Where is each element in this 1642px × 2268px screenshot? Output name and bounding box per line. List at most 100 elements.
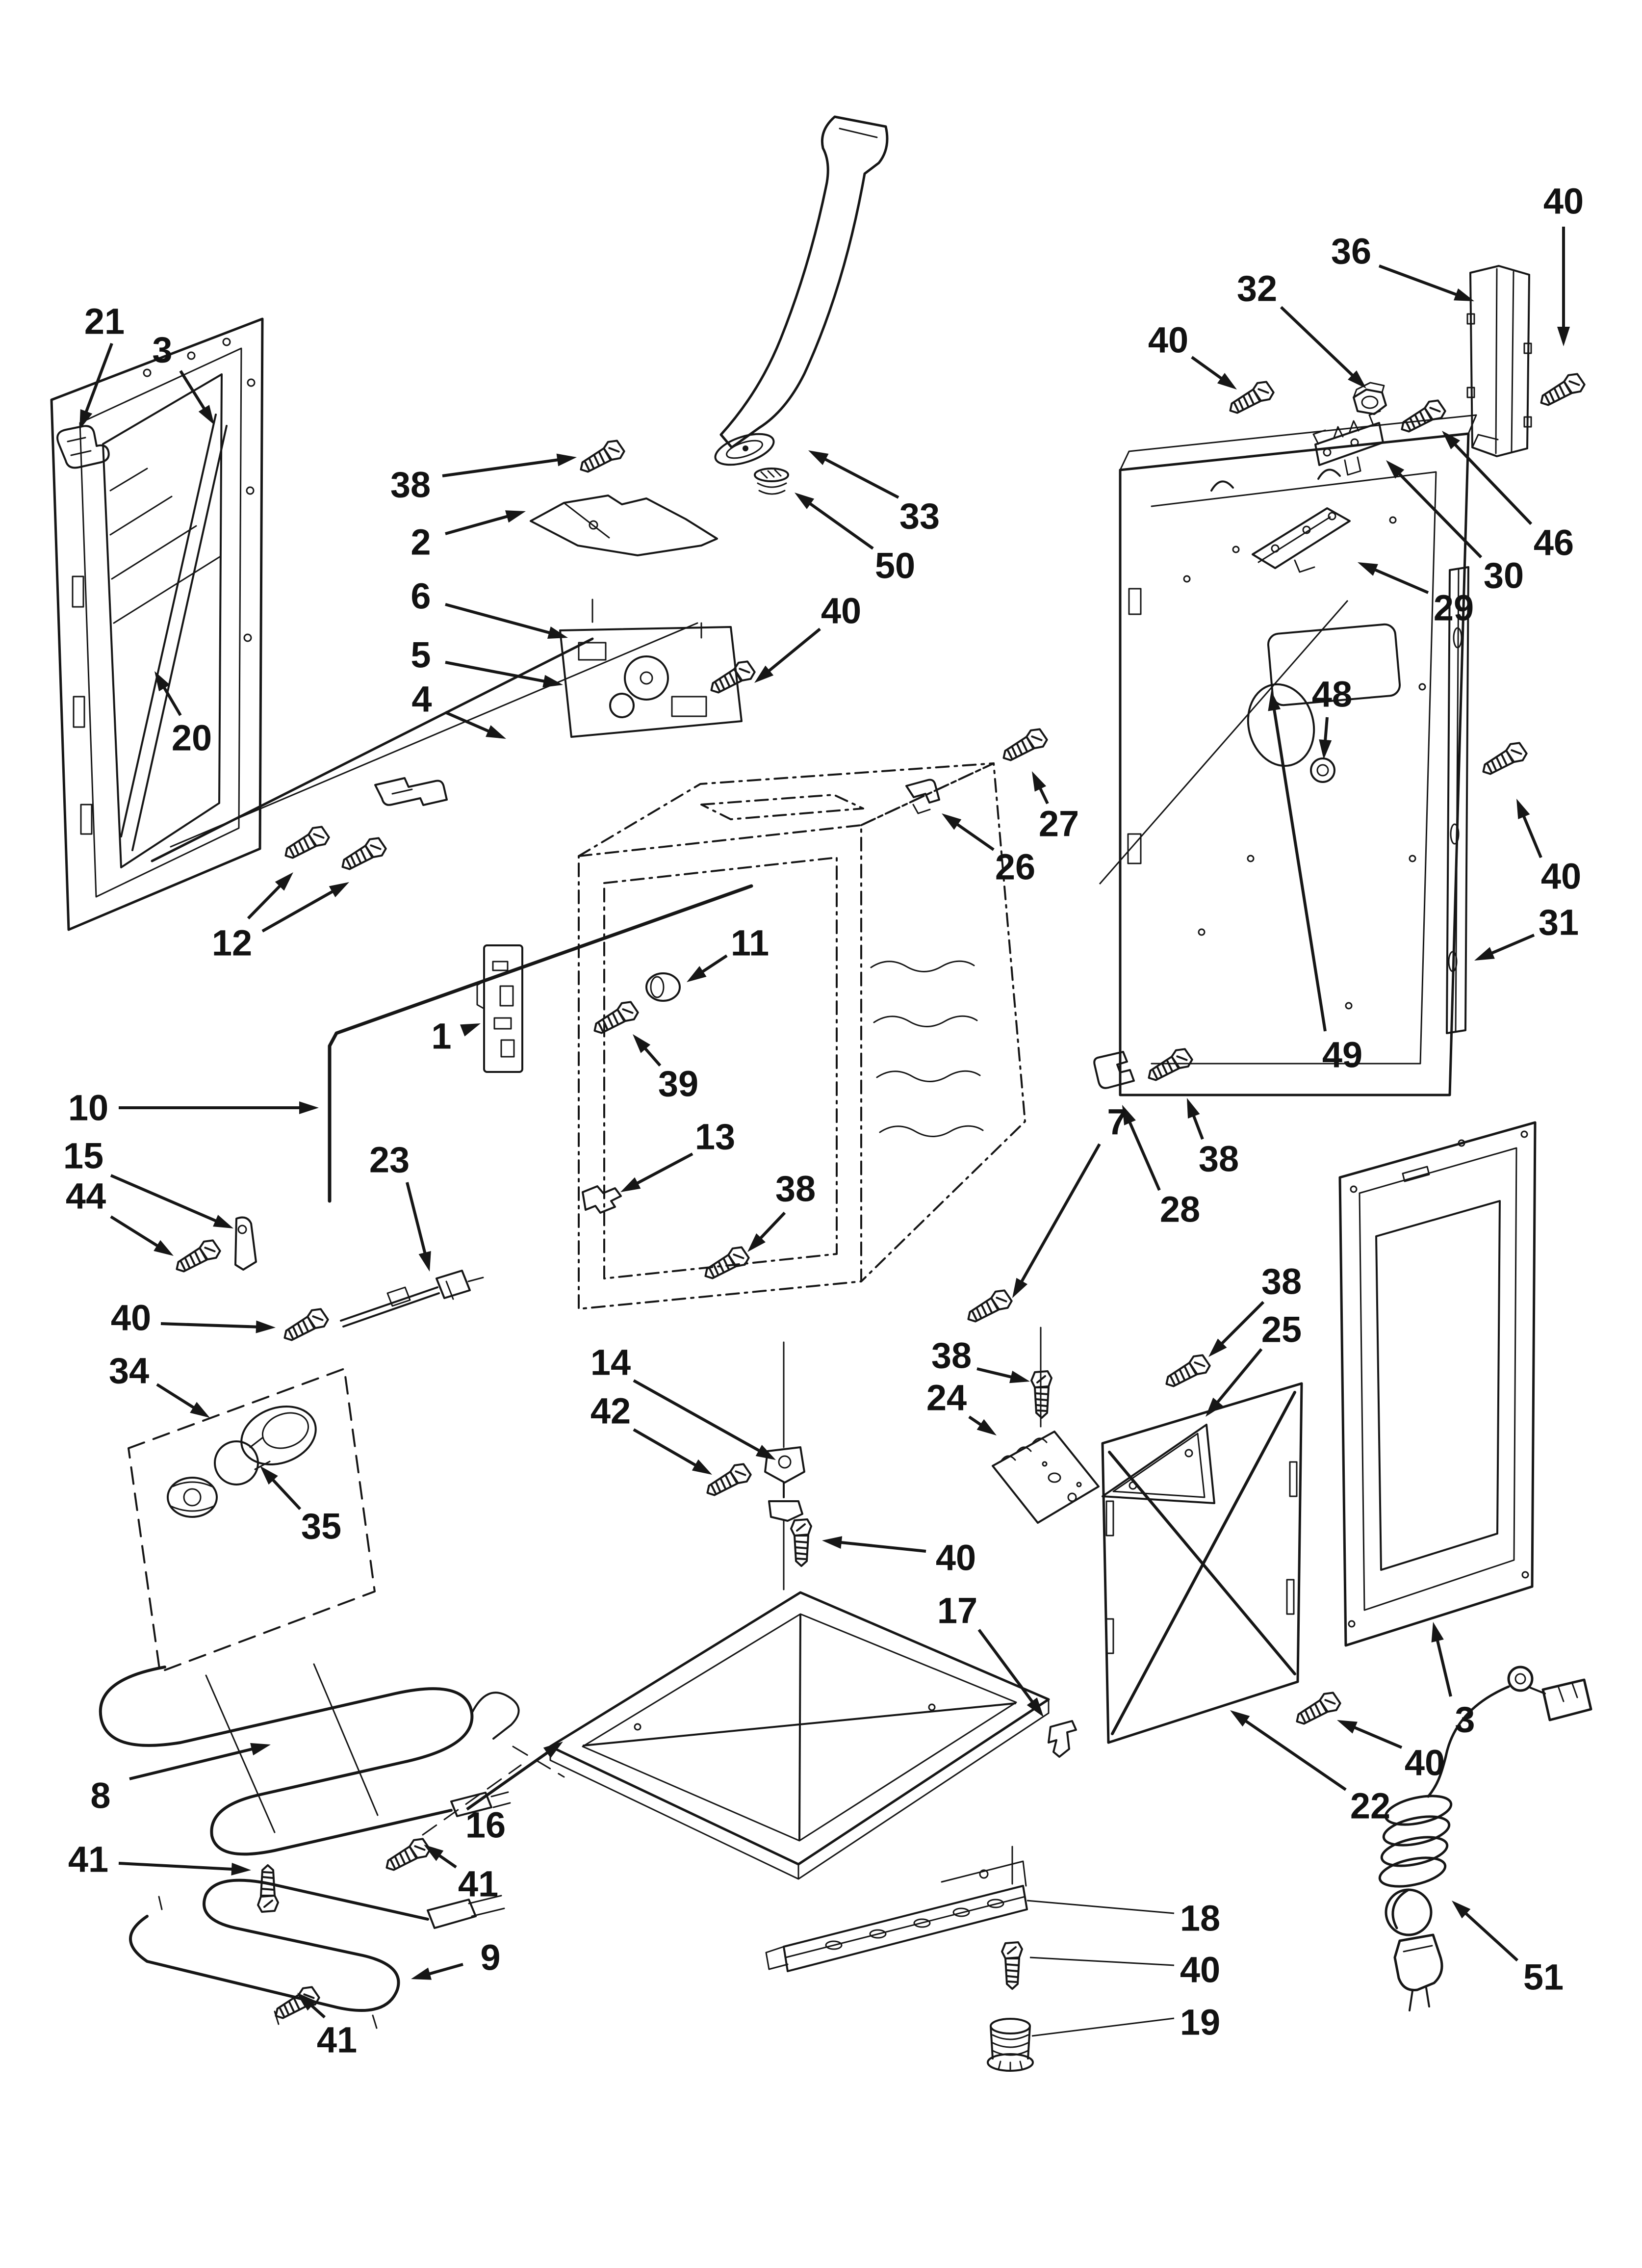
callout-51: 51 — [1523, 1957, 1564, 1998]
arrowhead-33 — [808, 450, 829, 466]
leader-11 — [698, 954, 728, 976]
arrowhead-30 — [1386, 460, 1405, 479]
leader-34 — [156, 1383, 199, 1411]
leader-2 — [445, 514, 512, 535]
leader-4 — [444, 711, 493, 734]
callout-40-rear-right: 40 — [1543, 181, 1584, 222]
screw-38-hinge — [574, 436, 627, 479]
screw-40-trim — [1477, 738, 1530, 782]
arrowhead-40-trim — [1516, 799, 1530, 819]
sensor-23 — [340, 1270, 484, 1328]
leader-38-bracket25 — [1218, 1301, 1265, 1348]
screw-40-sensor — [278, 1304, 331, 1348]
callout-40-base: 40 — [936, 1538, 976, 1578]
bake-element-9 — [129, 1878, 505, 2029]
leader-36 — [1378, 264, 1461, 298]
arrowhead-27 — [1032, 771, 1047, 792]
leader-7 — [1018, 1143, 1101, 1286]
arrowhead-42 — [692, 1459, 712, 1475]
arrowhead-12 — [275, 872, 293, 891]
callout-32: 32 — [1237, 268, 1277, 309]
rail-bracket-18 — [765, 1846, 1028, 1972]
lens-35 — [167, 1406, 317, 1518]
light-kit-box-34 — [128, 1368, 376, 1673]
clip-17 — [1048, 1720, 1077, 1758]
leader-15 — [110, 1174, 221, 1224]
oven-racks — [870, 960, 984, 1137]
callout-44: 44 — [66, 1176, 106, 1217]
callout-41-base: 41 — [458, 1864, 498, 1904]
leader-35 — [269, 1475, 302, 1511]
callout-46: 46 — [1534, 522, 1574, 563]
leader-38-support — [976, 1367, 1016, 1380]
arrowhead-17 — [1026, 1697, 1044, 1717]
oven-cavity — [578, 762, 1026, 1310]
arrowhead-38-bracket25 — [1208, 1338, 1227, 1357]
arrowhead-28 — [1122, 1105, 1136, 1125]
leader-40-latch — [765, 627, 821, 675]
arrowhead-4 — [486, 725, 506, 739]
callout-23: 23 — [369, 1140, 410, 1180]
arrowhead-40-latch — [754, 665, 774, 683]
callout-18: 18 — [1180, 1898, 1220, 1939]
callout-7: 7 — [1107, 1102, 1127, 1143]
screw-12b — [336, 834, 389, 877]
callout-41-bake: 41 — [317, 2020, 357, 2060]
arrowhead-14 — [755, 1445, 776, 1460]
arrowhead-2 — [505, 510, 526, 523]
callout-22: 22 — [1350, 1786, 1390, 1826]
leveling-foot-14 — [764, 1341, 805, 1590]
arrowhead-5 — [542, 675, 563, 688]
screw-40-latch — [705, 657, 758, 700]
leader-51 — [1462, 1909, 1519, 1962]
callout-12: 12 — [212, 923, 252, 964]
arrowhead-16 — [543, 1742, 563, 1758]
arrowhead-40-base — [822, 1536, 843, 1549]
grommet-48 — [1310, 757, 1335, 783]
leader-42 — [633, 1428, 700, 1469]
callout-9: 9 — [480, 1937, 500, 1978]
clip-28 — [1093, 1051, 1135, 1089]
arrowhead-9 — [411, 1967, 432, 1980]
arrowhead-29 — [1358, 562, 1378, 576]
arrowhead-1 — [460, 1023, 481, 1037]
callout-48: 48 — [1312, 674, 1352, 715]
callout-30: 30 — [1484, 555, 1524, 596]
arrowhead-41-base — [424, 1845, 444, 1861]
screw-41-bake — [269, 1982, 322, 2026]
leader-49 — [1099, 600, 1349, 885]
screw-41-base — [380, 1834, 433, 1877]
screw-39 — [588, 997, 641, 1041]
callout-17: 17 — [937, 1590, 977, 1631]
leader-14 — [633, 1379, 764, 1454]
callout-38-cavity: 38 — [775, 1169, 816, 1209]
screw-12a — [279, 822, 332, 865]
callout-2: 2 — [410, 522, 431, 563]
arrowhead-41-bake — [297, 1993, 316, 2011]
arrowhead-44 — [154, 1240, 174, 1256]
arrowhead-3-left — [198, 405, 214, 425]
callout-40-panel: 40 — [1405, 1743, 1445, 1783]
leader-50 — [805, 499, 874, 550]
callout-40-sensor: 40 — [111, 1298, 151, 1338]
leader-18 — [1026, 1900, 1175, 1914]
base-panel-16 — [549, 1591, 1050, 1880]
bushing-11 — [645, 972, 681, 1002]
nut-32 — [1353, 382, 1387, 415]
parts-artwork — [50, 115, 1592, 2072]
bracket-36 — [1466, 265, 1532, 457]
arrowhead-13 — [620, 1177, 641, 1192]
bracket-2 — [530, 495, 718, 556]
arrowhead-40-panel — [1337, 1720, 1358, 1734]
callout-leader-lines — [79, 227, 1570, 2037]
callout-21: 21 — [84, 301, 125, 342]
callout-28: 28 — [1160, 1189, 1200, 1230]
arrowhead-7 — [1012, 1277, 1028, 1298]
callout-50: 50 — [875, 546, 915, 586]
callout-36: 36 — [1331, 231, 1371, 272]
callout-26: 26 — [995, 847, 1035, 887]
leader-12 — [247, 882, 284, 920]
callout-6: 6 — [410, 576, 431, 617]
callout-40-rear-left: 40 — [1148, 320, 1188, 361]
arrowhead-21 — [79, 409, 93, 430]
